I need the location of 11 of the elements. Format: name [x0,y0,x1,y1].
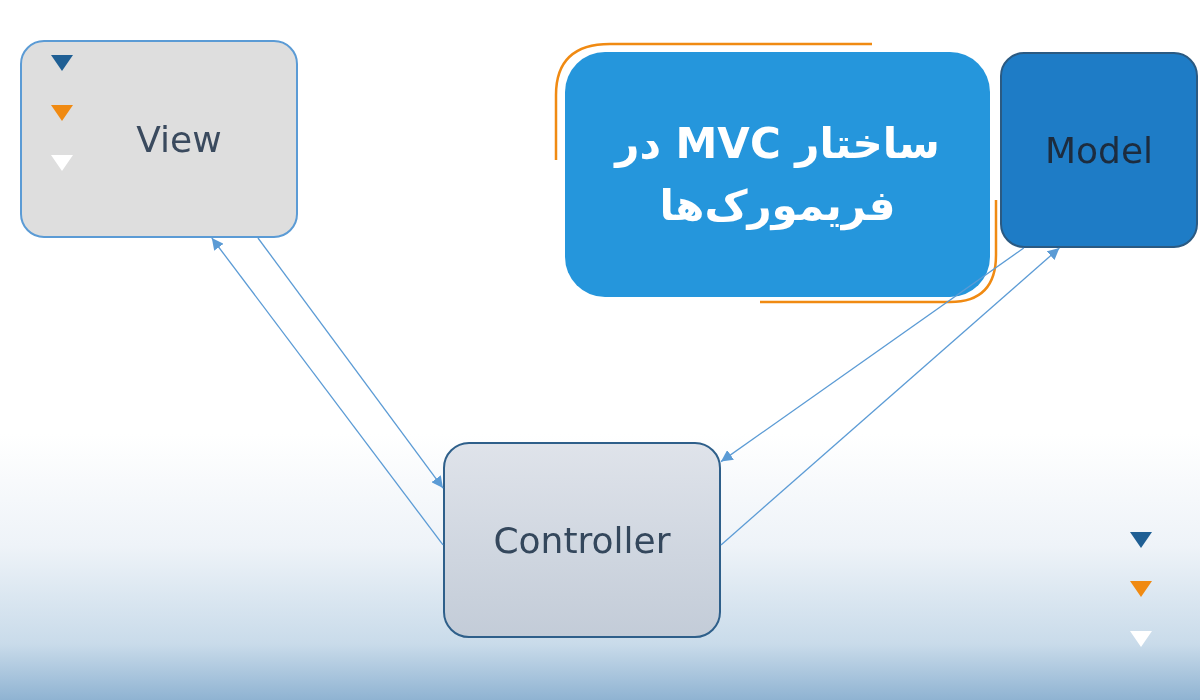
arrow [720,247,1025,463]
title: ساختار MVC در فریمورک‌ها [612,117,941,233]
node-label: Model [1044,129,1154,171]
process-box [443,442,721,638]
arrow [257,237,444,489]
arrow [720,247,1061,546]
arrow [211,237,444,546]
node-label: View [136,118,222,160]
node-label: Controller [493,519,671,561]
process-box [1000,52,1198,248]
process-box [20,40,298,238]
